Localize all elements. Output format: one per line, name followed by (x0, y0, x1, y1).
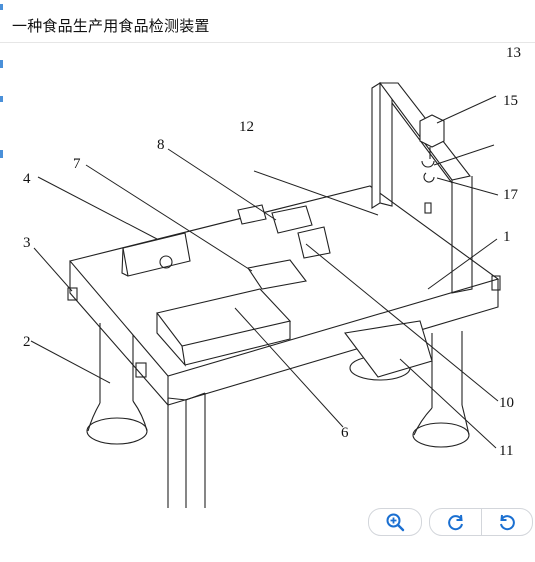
rotate-clockwise-button[interactable] (430, 509, 481, 537)
toolbar-divider (481, 509, 482, 535)
front-leg (167, 392, 206, 508)
label-6: 6 (341, 425, 349, 441)
box-8b (271, 205, 313, 234)
plate-17 (344, 320, 433, 378)
bracket-rod (424, 202, 432, 214)
label-4: 4 (23, 171, 31, 187)
label-2: 2 (23, 334, 31, 350)
label-11: 12 (239, 119, 254, 135)
label-17: 11 (499, 443, 513, 459)
label-10: 10 (499, 395, 514, 411)
page-title: 一种食品生产用食品检测装置 (12, 17, 210, 35)
rotate-counterclockwise-icon (499, 514, 515, 531)
left-edge-marks (0, 0, 3, 200)
leader-lines (30, 95, 499, 449)
zoom-in-button[interactable] (368, 508, 422, 536)
side-clamp-right (491, 275, 501, 291)
side-clamp-left (67, 287, 78, 301)
tray-6 (156, 288, 292, 367)
camera-12 (419, 114, 445, 148)
label-15: 17 (503, 187, 519, 203)
label-13: 15 (503, 93, 518, 109)
rear-leg-right (412, 331, 470, 448)
screen-10 (297, 226, 331, 259)
panel-7 (247, 259, 307, 290)
sensor-13 (421, 147, 435, 168)
header-bar: 一种食品生产用食品检测装置 (0, 0, 535, 158)
label-3: 3 (23, 235, 31, 251)
rotate-counterclockwise-button[interactable] (481, 509, 532, 537)
zoom-in-icon (386, 513, 405, 532)
label-1: 1 (503, 229, 511, 245)
label-12: 13 (506, 45, 521, 61)
label-7: 7 (73, 156, 81, 172)
box-8a (237, 204, 267, 225)
side-clamp-front (135, 362, 147, 378)
rotate-clockwise-icon (447, 514, 463, 531)
label-8: 8 (157, 137, 165, 153)
sensor-15 (423, 172, 435, 183)
box-4 (121, 232, 191, 277)
rear-leg-left (86, 323, 148, 445)
patent-figure: 13 15 17 12 8 7 4 1 3 2 6 10 11 (0, 43, 535, 513)
